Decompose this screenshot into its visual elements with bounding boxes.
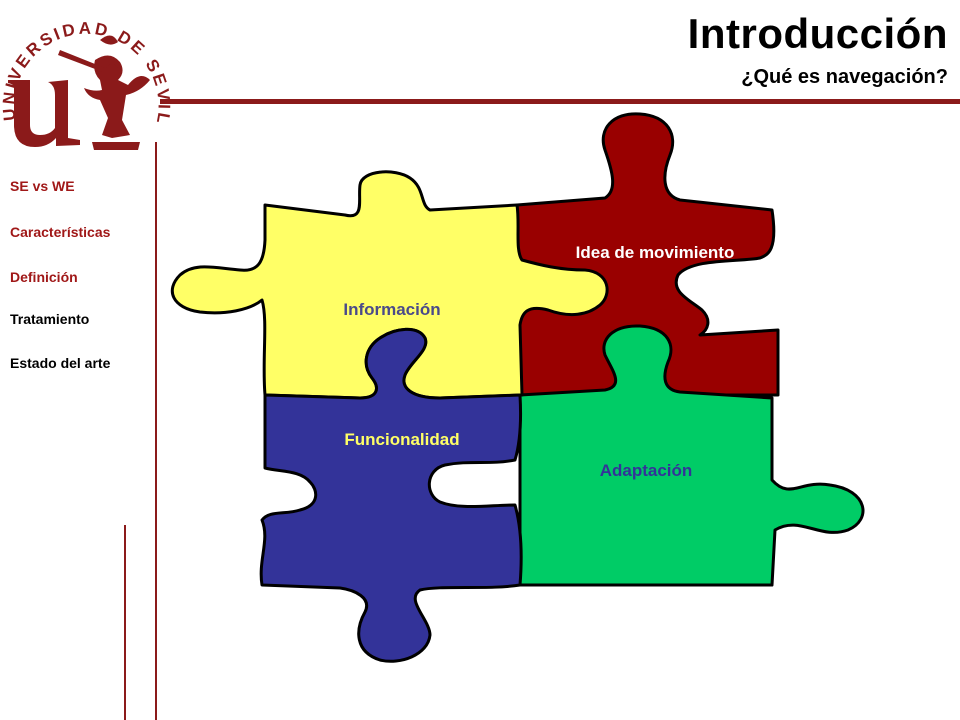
puzzle-piece-adaptacion <box>518 324 865 587</box>
nav-item-tratamiento[interactable]: Tratamiento <box>10 311 90 327</box>
nav-item-se-vs-we[interactable]: SE vs WE <box>10 178 75 194</box>
nav-item-estado-del-arte[interactable]: Estado del arte <box>10 355 111 371</box>
nav-item-definicion[interactable]: Definición <box>10 269 78 285</box>
sidebar-divider-secondary <box>124 525 126 720</box>
universidad-de-sevilla-logo: UNIVERSIDAD DE SEVILLA <box>0 0 171 150</box>
puzzle-label-idea-de-movimiento: Idea de movimiento <box>576 243 735 262</box>
puzzle-label-informacion: Información <box>343 300 440 319</box>
puzzle-label-funcionalidad: Funcionalidad <box>344 430 459 449</box>
puzzle-diagram: Información Idea de movimiento Funcional… <box>170 112 865 663</box>
sidebar-divider <box>155 142 157 720</box>
puzzle-piece-funcionalidad <box>259 327 523 663</box>
puzzle-piece-idea-de-movimiento <box>515 112 780 397</box>
nav-item-caracteristicas[interactable]: Características <box>10 224 111 240</box>
page-title: Introducción <box>687 10 948 57</box>
header-divider <box>160 99 960 104</box>
puzzle-label-adaptacion: Adaptación <box>600 461 693 480</box>
page-subtitle: ¿Qué es navegación? <box>741 66 948 88</box>
